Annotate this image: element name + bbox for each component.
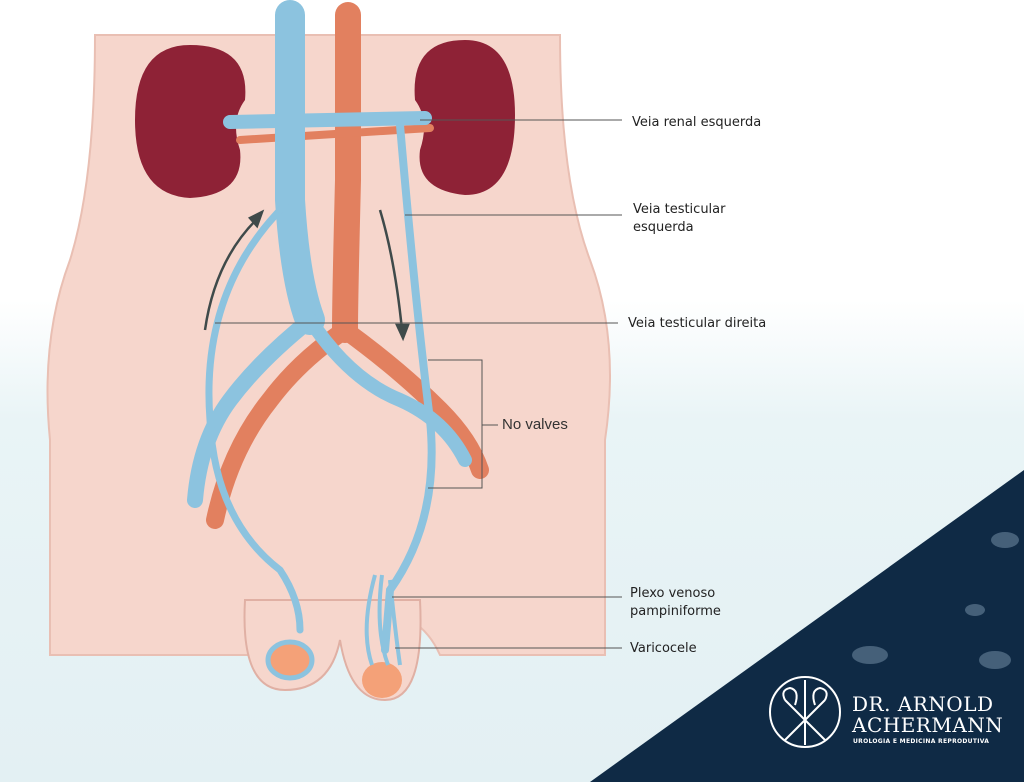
testis-left: [362, 662, 402, 698]
logo-tagline: UROLOGIA E MEDICINA REPRODUTIVA: [853, 738, 990, 745]
flow-arrows: [203, 209, 410, 342]
logo-name-line1: DR. ARNOLD: [852, 692, 994, 716]
testis-right: [265, 639, 315, 681]
label-veia-renal-esquerda: Veia renal esquerda: [632, 115, 762, 130]
sperm-decoration: [852, 532, 1019, 669]
label-veia-testicular-esquerda-line1: Veia testicular: [633, 202, 726, 217]
logo-emblem: [769, 676, 841, 748]
logo-name-line2: ACHERMANN: [852, 713, 1004, 737]
leader-lines: [215, 119, 622, 649]
kidney-right: [135, 45, 246, 198]
kidney-left: [414, 40, 515, 195]
label-no-valves: No valves: [502, 416, 568, 433]
right-testicular-vein: [205, 201, 304, 634]
label-plexo-line2: pampiniforme: [630, 604, 721, 619]
label-varicocele: Varicocele: [630, 641, 697, 656]
label-veia-testicular-esquerda-line2: esquerda: [633, 220, 694, 235]
label-plexo-line1: Plexo venoso: [630, 586, 716, 601]
brand-corner-background: [590, 470, 1024, 782]
label-veia-testicular-direita: Veia testicular direita: [628, 316, 767, 331]
pampiniform-plexus: [364, 574, 402, 666]
veins: [187, 0, 472, 654]
left-testicular-vein: [381, 121, 436, 654]
